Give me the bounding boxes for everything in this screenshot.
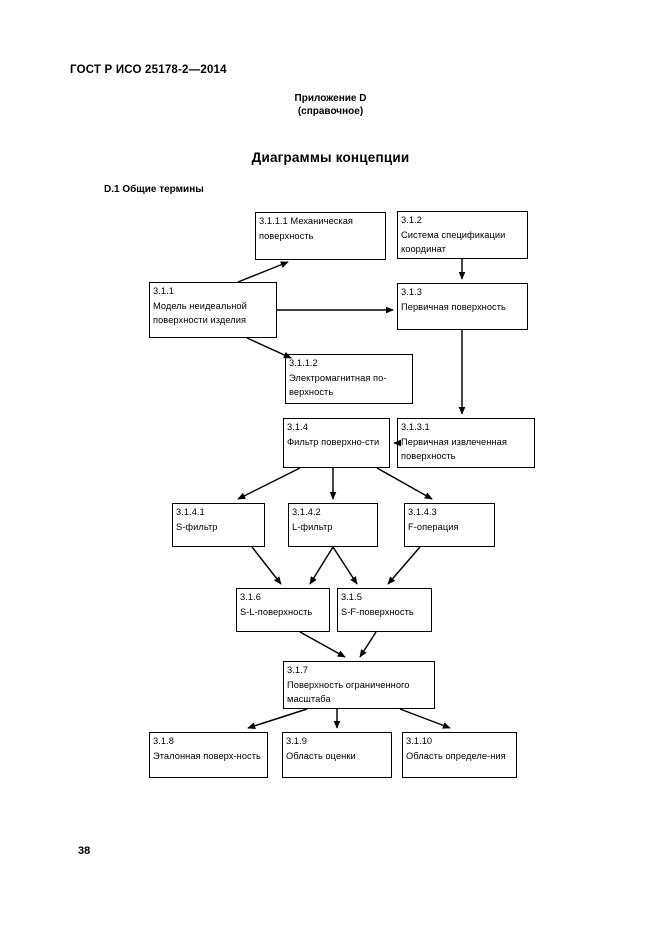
node-label: S-L-поверхность [240,606,313,617]
section-heading: D.1 Общие термины [104,184,204,195]
node-number: 3.1.4.2 [292,507,321,517]
annex-heading: Приложение D (справочное) [0,92,661,118]
node-number: 3.1.1.2 [289,358,318,368]
node-number: 3.1.1 [153,286,174,296]
node-number: 3.1.4.1 [176,507,205,517]
node-number: 3.1.3.1 [401,422,430,432]
node-number: 3.1.1.1 [259,216,288,226]
node-label: Область определе-ния [406,750,506,761]
diagram-edge-3-1-1-to-3-1-1-1 [237,261,289,283]
annex-label: Приложение D [294,93,367,104]
node-number: 3.1.9 [286,736,307,746]
node-number: 3.1.7 [287,665,308,675]
document-header-standard-number: ГОСТ Р ИСО 25178-2—2014 [70,64,227,76]
node-label: Область оценки [286,750,356,761]
diagram-edge-3-1-7-to-3-1-8 [247,708,308,730]
node-number: 3.1.2 [401,215,422,225]
diagram-edge-3-1-4-1-to-3-1-6 [251,546,282,585]
node-label: Фильтр поверхно-сти [287,436,380,447]
page-title: Диаграммы концепции [251,150,410,165]
node-label: Система спецификации координат [401,229,506,255]
diagram-edge-3-1-4-2-to-3-1-6 [309,546,334,585]
node-label: Модель неидеальной поверхности изделия [153,300,247,326]
node-number: 3.1.10 [406,736,433,746]
node-number: 3.1.6 [240,592,261,602]
node-label: F-операция [408,521,459,532]
diagram-node-3-1-1-1: 3.1.1.1 Механическая поверхность [255,212,386,260]
diagram-edge-3-1-7-to-3-1-10 [399,708,451,729]
node-label: S-F-поверхность [341,606,414,617]
node-label: Эталонная поверх-ность [153,750,261,761]
diagram-edge-3-1-4-to-3-1-4-1 [237,467,301,500]
node-label: Поверхность ограниченного масштаба [287,679,410,705]
node-label: Электромагнитная по-верхность [289,372,387,398]
diagram-edge-3-1-4-3-to-3-1-5 [387,546,421,585]
page-number: 38 [78,845,91,857]
diagram-edge-3-1-5-to-3-1-7 [359,631,377,658]
node-number: 3.1.4 [287,422,308,432]
node-label: Первичная извлеченная поверхность [401,436,507,462]
node-number: 3.1.8 [153,736,174,746]
diagram-edge-3-1-4-2-to-3-1-5 [332,546,358,585]
node-label: S-фильтр [176,521,218,532]
node-number: 3.1.4.3 [408,507,437,517]
diagram-edge-3-1-6-to-3-1-7 [299,631,346,658]
node-label: L-фильтр [292,521,333,532]
node-label: Первичная поверхность [401,301,506,312]
diagram-edge-3-1-1-to-3-1-1-2 [246,337,292,359]
node-label: Механическая поверхность [259,216,354,241]
node-number: 3.1.5 [341,592,362,602]
diagram-edge-3-1-4-to-3-1-4-3 [376,467,433,500]
annex-kind: (справочное) [297,106,364,117]
node-number: 3.1.3 [401,287,422,297]
